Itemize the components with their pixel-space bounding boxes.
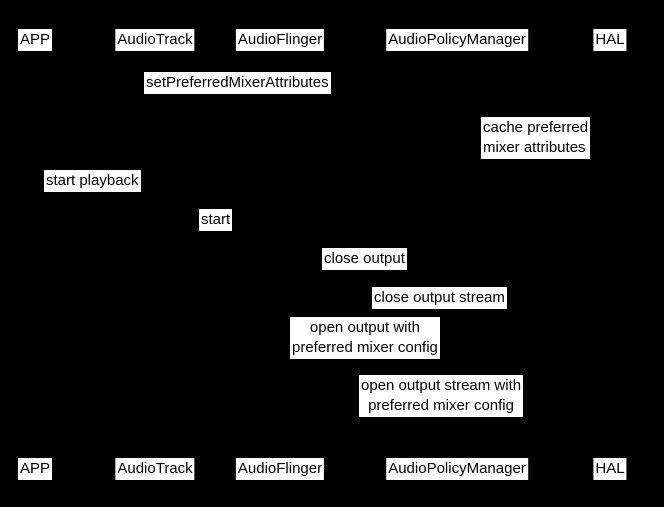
- message-close-output-stream: close output stream: [372, 287, 507, 309]
- participant-audiopolicymanager-bottom[interactable]: AudioPolicyManager: [386, 458, 528, 480]
- message-cache-preferred-mixer-attributes: cache preferred mixer attributes: [481, 117, 591, 159]
- participant-app-top[interactable]: APP: [17, 29, 53, 51]
- participant-hal-bottom[interactable]: HAL: [593, 458, 627, 480]
- message-start-playback: start playback: [44, 170, 141, 192]
- message-open-output-stream-with-preferred-mixer-config: open output stream with preferred mixer …: [359, 375, 524, 417]
- participant-audiotrack-bottom[interactable]: AudioTrack: [115, 458, 195, 480]
- message-set-preferred-mixer-attributes: setPreferredMixerAttributes: [144, 72, 331, 94]
- message-start: start: [199, 209, 233, 231]
- participant-audioflinger-top[interactable]: AudioFlinger: [235, 29, 325, 51]
- participant-audioflinger-bottom[interactable]: AudioFlinger: [235, 458, 325, 480]
- message-open-output-with-preferred-mixer-config: open output with preferred mixer config: [290, 317, 440, 359]
- message-close-output: close output: [322, 248, 407, 270]
- participant-audiopolicymanager-top[interactable]: AudioPolicyManager: [386, 29, 528, 51]
- participant-hal-top[interactable]: HAL: [593, 29, 627, 51]
- participant-audiotrack-top[interactable]: AudioTrack: [115, 29, 195, 51]
- participant-app-bottom[interactable]: APP: [17, 458, 53, 480]
